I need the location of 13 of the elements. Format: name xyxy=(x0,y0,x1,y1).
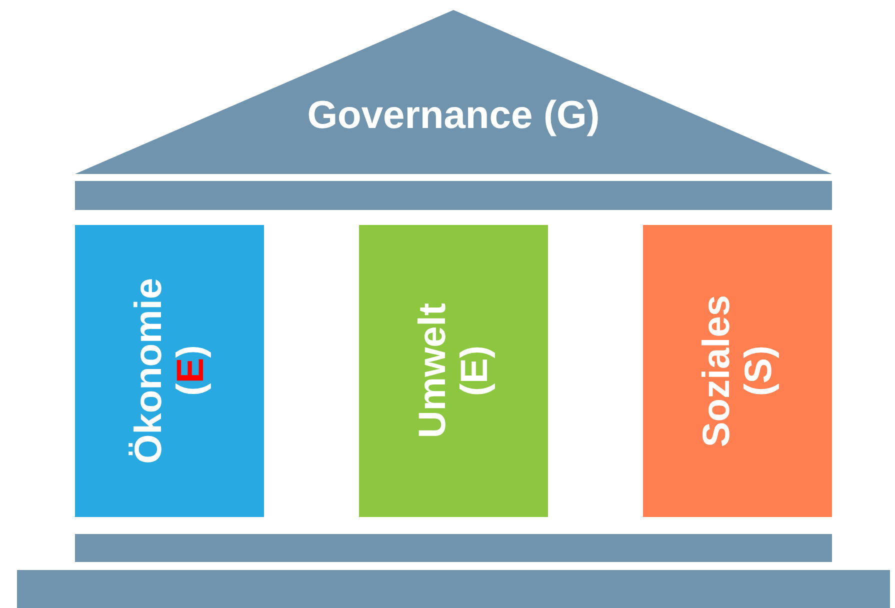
pillar-title: Ökonomie xyxy=(128,278,170,464)
pillar-panel xyxy=(75,225,264,517)
architrave-bar xyxy=(75,181,832,210)
stylobate-bar xyxy=(75,534,832,562)
pillar-panel xyxy=(643,225,832,517)
roof-title: Governance (G) xyxy=(306,94,601,138)
pillar-panel xyxy=(359,225,548,517)
pillar-abbreviation: (E) xyxy=(454,346,496,396)
pillar-title: Umwelt xyxy=(412,303,454,439)
pillar-title: Soziales xyxy=(696,294,738,448)
base-bar xyxy=(17,570,890,608)
pillar-abbreviation: (S) xyxy=(738,346,780,396)
pillar-abbreviation: (E) xyxy=(170,346,212,396)
